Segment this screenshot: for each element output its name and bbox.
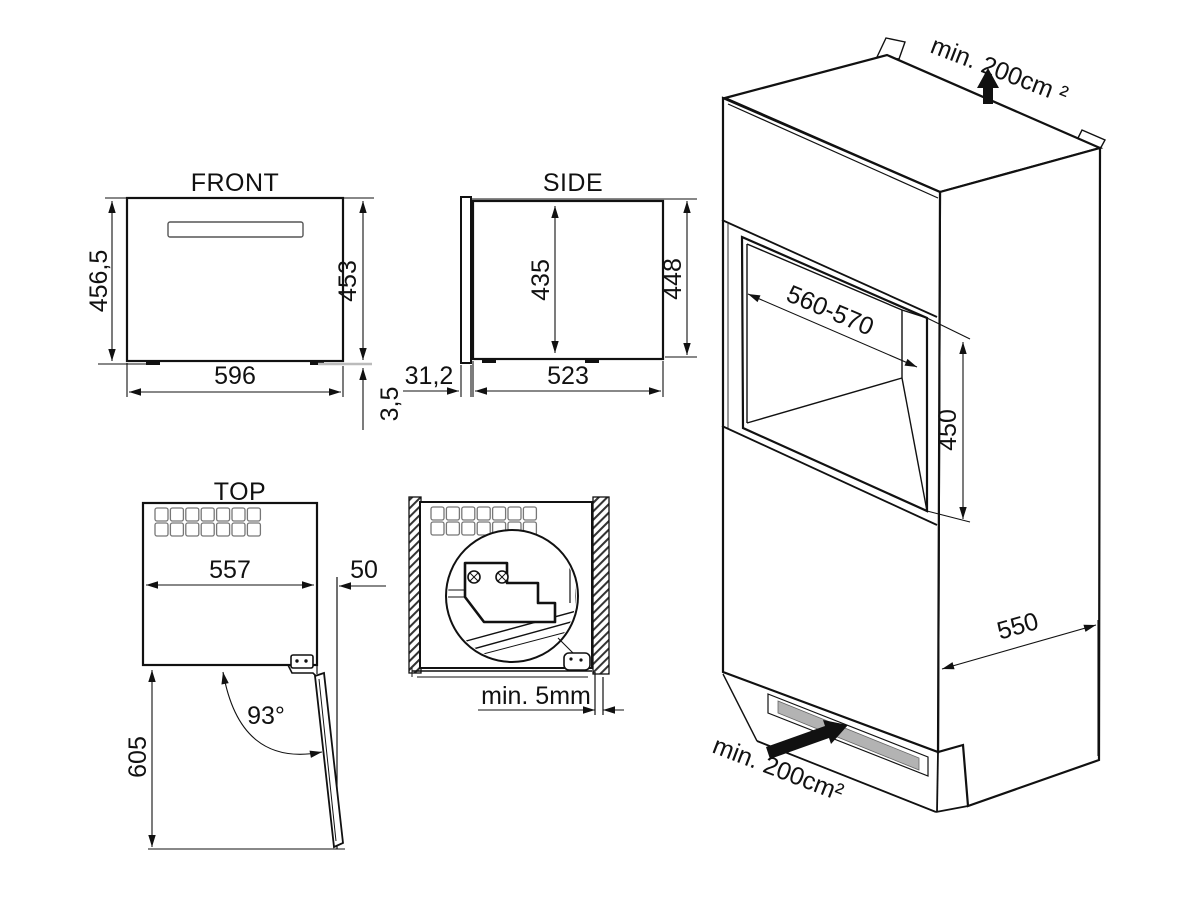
top-door-angle-label: 93° bbox=[247, 702, 285, 730]
top-view: TOP 557 50 93° 605 bbox=[124, 478, 386, 850]
niche-width-dimension bbox=[747, 293, 918, 368]
vent-grid-cell bbox=[231, 507, 246, 522]
clearance-label: min. 5mm bbox=[481, 682, 591, 710]
side-foot-front bbox=[482, 359, 496, 363]
cabinet-right-face bbox=[936, 146, 1102, 808]
door-swing-arc bbox=[221, 671, 323, 758]
vent-grid-cell bbox=[445, 506, 461, 521]
front-display-strip bbox=[167, 221, 304, 238]
top-view-title: TOP bbox=[214, 478, 266, 506]
cabinet-depth-dimension bbox=[941, 624, 1097, 670]
vent-grid-cell bbox=[430, 521, 445, 536]
vent-grid-cell bbox=[461, 521, 476, 536]
lower-panel-top-edge bbox=[721, 425, 938, 526]
front-feet-label: 3,5 bbox=[376, 387, 404, 422]
front-height-body-label: 453 bbox=[334, 260, 362, 302]
vent-grid-cell bbox=[445, 521, 461, 536]
side-door-thickness-label: 31,2 bbox=[405, 362, 454, 390]
cabinet-wall-right-section bbox=[592, 496, 610, 675]
front-body-outline bbox=[125, 196, 345, 363]
top-door-offset-label: 50 bbox=[350, 556, 378, 584]
vent-grid-cell bbox=[522, 506, 538, 521]
side-foot-rear bbox=[585, 359, 599, 363]
hinge-bracket bbox=[290, 654, 314, 669]
plinth-vent-slot bbox=[777, 700, 920, 771]
vent-grid-cell bbox=[200, 507, 215, 522]
corner-detail-view: min. 5mm bbox=[408, 496, 624, 715]
top-vent-grid bbox=[154, 507, 262, 537]
airflow-arrow-top-icon bbox=[977, 68, 999, 104]
side-total-height-label: 448 bbox=[659, 258, 687, 300]
side-inner-height-label: 435 bbox=[527, 259, 555, 301]
vent-grid-cell bbox=[246, 522, 262, 537]
front-width-label: 596 bbox=[214, 362, 256, 390]
side-view-title: SIDE bbox=[543, 169, 603, 197]
side-view: SIDE 435 448 31,2 523 bbox=[403, 169, 697, 397]
vent-grid-cell bbox=[430, 506, 445, 521]
top-door-swing-label: 605 bbox=[124, 736, 152, 778]
airflow-arrow-bottom-icon bbox=[766, 720, 848, 759]
vent-grid-cell bbox=[507, 506, 522, 521]
niche-height-label: 450 bbox=[934, 409, 962, 451]
front-view-title: FRONT bbox=[191, 169, 280, 197]
front-height-total-label: 456,5 bbox=[85, 250, 113, 313]
front-foot-left bbox=[146, 361, 160, 365]
vent-grid-cell bbox=[215, 507, 231, 522]
top-width-label: 557 bbox=[209, 556, 251, 584]
vent-grid-cell bbox=[200, 522, 215, 537]
side-door-profile bbox=[460, 196, 472, 364]
vent-grid-cell bbox=[491, 506, 507, 521]
corner-bracket bbox=[563, 652, 591, 671]
side-depth-label: 523 bbox=[547, 362, 589, 390]
vent-grid-cell bbox=[231, 522, 246, 537]
vent-grid-cell bbox=[476, 506, 491, 521]
vent-grid-cell bbox=[215, 522, 231, 537]
vent-grid-cell bbox=[169, 522, 185, 537]
side-body-outline bbox=[471, 199, 665, 361]
vent-grid-cell bbox=[154, 507, 169, 522]
open-door bbox=[314, 671, 344, 849]
vent-grid-cell bbox=[185, 507, 200, 522]
vent-grid-cell bbox=[185, 522, 200, 537]
cabinet-isometric-view: 560-570 450 550 min. 200cm ² min. 200cm² bbox=[709, 31, 1106, 813]
vent-grid-cell bbox=[461, 506, 476, 521]
vent-grid-cell bbox=[169, 507, 185, 522]
vent-grid-cell bbox=[246, 507, 262, 522]
front-foot-right bbox=[310, 361, 324, 365]
vent-grid-cell bbox=[154, 522, 169, 537]
vent-grid-cell bbox=[476, 521, 491, 536]
front-view: FRONT 456,5 453 3,5 596 bbox=[85, 169, 404, 430]
